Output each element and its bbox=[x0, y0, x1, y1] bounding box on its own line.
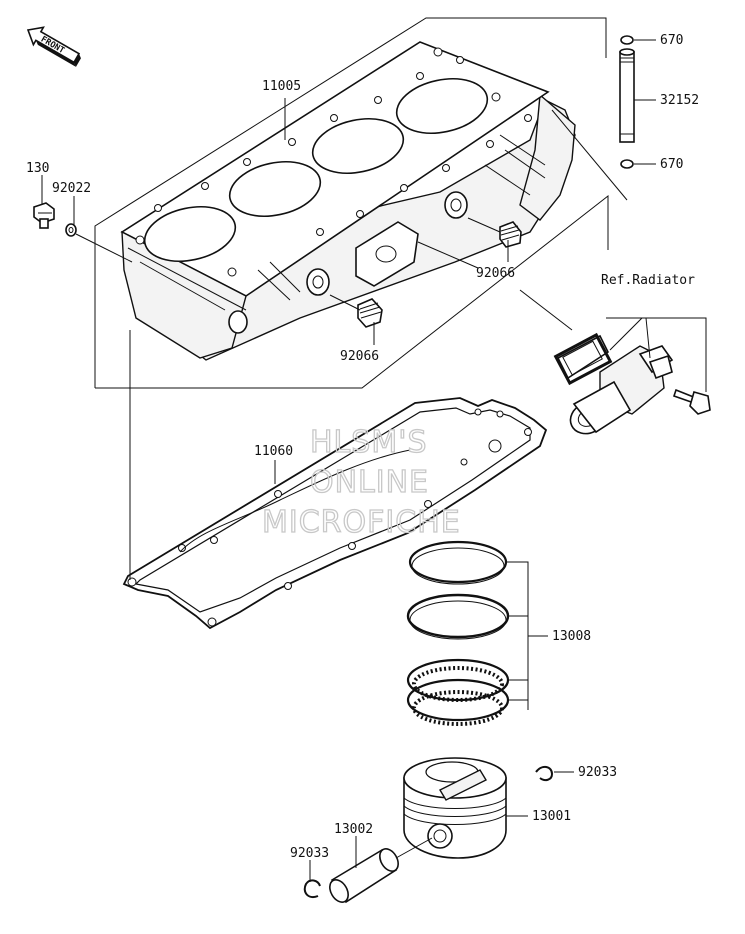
front-arrow-icon: FRONT bbox=[26, 26, 81, 67]
label-rings: 13008 bbox=[552, 629, 591, 644]
watermark: HLSM'S ONLINE MICROFICHE bbox=[261, 424, 461, 540]
label-clip-right: 92033 bbox=[578, 765, 617, 780]
plug-92066-lower bbox=[357, 298, 383, 328]
part-labels: 11005 130 92022 92066 92066 670 32152 67… bbox=[26, 33, 699, 861]
plug-92066-upper bbox=[499, 221, 522, 248]
washer-92022 bbox=[65, 223, 77, 237]
label-pin: 13002 bbox=[334, 822, 373, 837]
clip-92033-left bbox=[303, 879, 321, 898]
pipe-32152 bbox=[619, 48, 635, 143]
gasket-11060 bbox=[122, 397, 548, 630]
label-washer: 92022 bbox=[52, 181, 91, 196]
label-plug-lower: 92066 bbox=[340, 349, 379, 364]
label-ref-radiator: Ref.Radiator bbox=[601, 273, 695, 288]
radiator-fitting bbox=[553, 332, 674, 435]
label-bolt: 130 bbox=[26, 161, 49, 176]
label-plug-upper: 92066 bbox=[476, 266, 515, 281]
cylinder-block bbox=[120, 41, 576, 361]
label-piston: 13001 bbox=[532, 809, 571, 824]
label-oring-bottom: 670 bbox=[660, 157, 683, 172]
piston-pin-13002 bbox=[329, 848, 399, 904]
watermark-line-3: MICROFICHE bbox=[262, 505, 461, 540]
piston-13001 bbox=[403, 757, 507, 859]
label-clip-left: 92033 bbox=[290, 846, 329, 861]
label-cylinder: 11005 bbox=[262, 79, 301, 94]
label-oring-top: 670 bbox=[660, 33, 683, 48]
watermark-line-2: ONLINE bbox=[310, 465, 429, 500]
radiator-bolt bbox=[672, 388, 711, 415]
watermark-line-1: HLSM'S bbox=[310, 425, 428, 460]
bolt-130 bbox=[33, 202, 55, 229]
piston-rings-13008 bbox=[406, 540, 510, 726]
label-pipe: 32152 bbox=[660, 93, 699, 108]
oring-670-bottom bbox=[620, 159, 634, 169]
oring-670-top bbox=[620, 35, 634, 45]
label-gasket: 11060 bbox=[254, 444, 293, 459]
leader-lines bbox=[41, 17, 707, 882]
clip-92033-right bbox=[535, 766, 554, 782]
